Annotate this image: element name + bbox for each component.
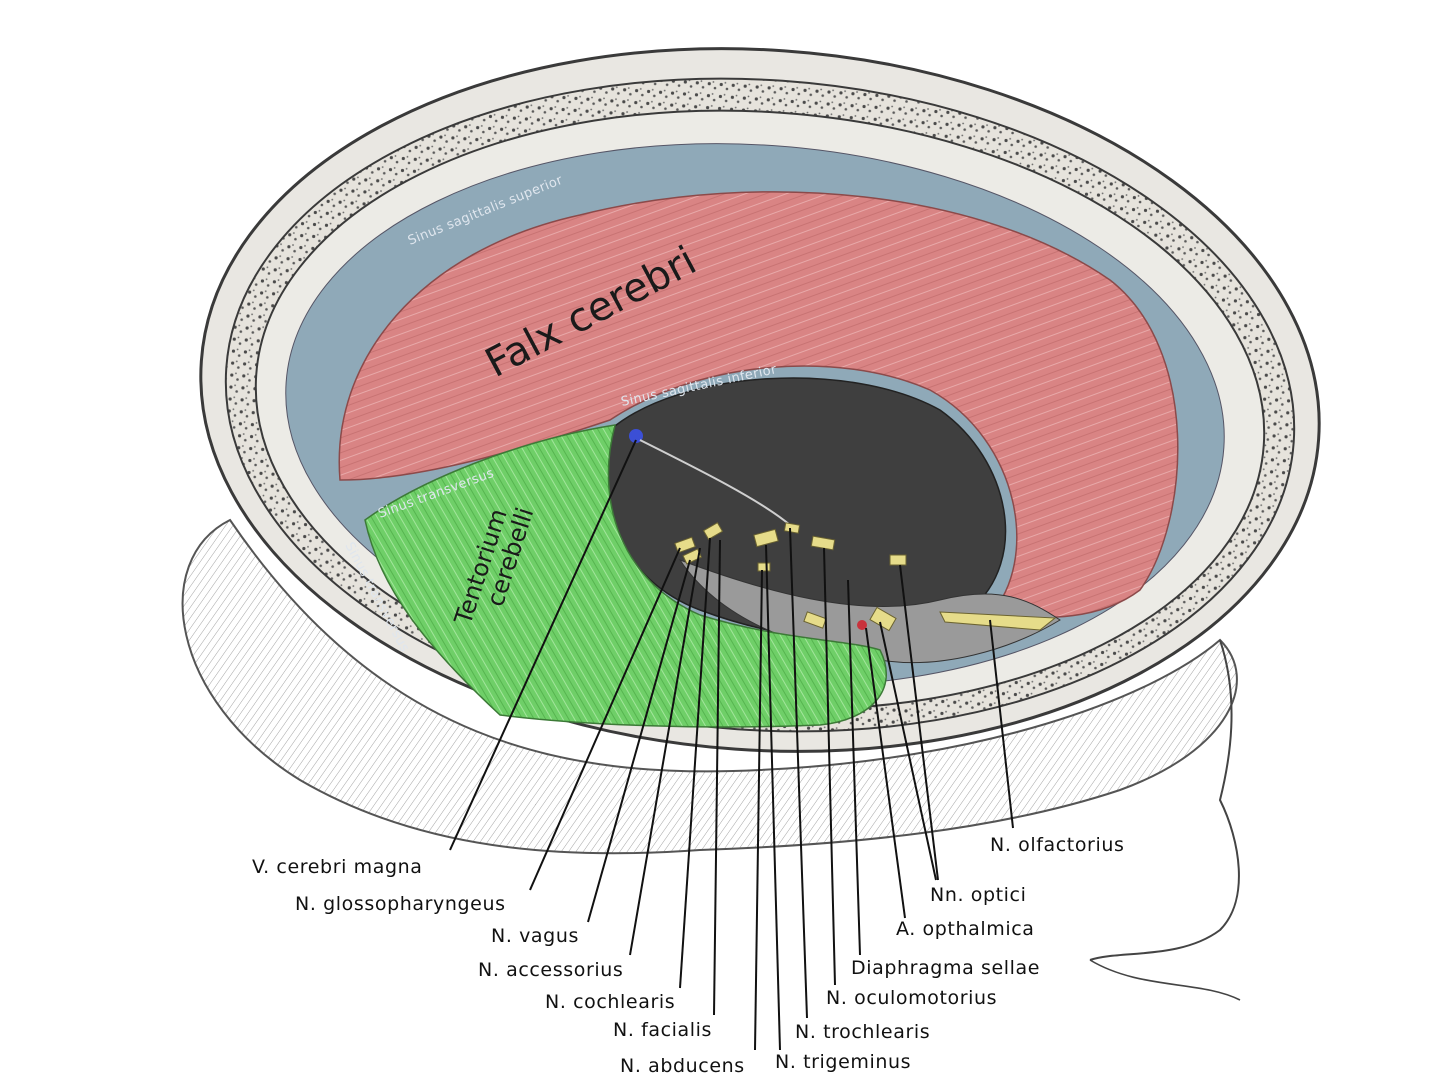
label-n-accessorius: N. accessorius [478, 959, 623, 981]
label-n-trochlearis: N. trochlearis [795, 1021, 930, 1043]
v-cerebri-magna-marker [629, 429, 643, 443]
leader-lines [449, 439, 1014, 1051]
label-n-cochlearis: N. cochlearis [545, 991, 675, 1013]
label-v-cerebri-magna: V. cerebri magna [252, 856, 423, 878]
label-a-opthalmica: A. opthalmica [896, 918, 1035, 940]
structure-labels: V. cerebri magna N. glossopharyngeus N. … [252, 834, 1124, 1077]
label-n-facialis: N. facialis [613, 1019, 712, 1041]
nerve-stubs [674, 521, 1057, 632]
label-nn-optici: Nn. optici [930, 884, 1026, 906]
label-n-olfactorius: N. olfactorius [990, 834, 1124, 856]
scalp-tissue [181, 518, 1241, 1001]
label-n-trigeminus: N. trigeminus [775, 1051, 911, 1073]
falx-cerebri-region [338, 191, 1179, 619]
a-opthalmica-marker [857, 620, 867, 630]
label-n-oculomotorius: N. oculomotorius [826, 987, 997, 1009]
label-n-glossopharyngeus: N. glossopharyngeus [295, 893, 506, 915]
label-n-abducens: N. abducens [620, 1055, 745, 1077]
label-diaphragma-sellae: Diaphragma sellae [851, 957, 1040, 979]
straight-sinus-line [639, 439, 791, 526]
tentorium-cerebelli-region [364, 424, 887, 728]
label-n-vagus: N. vagus [491, 925, 579, 947]
